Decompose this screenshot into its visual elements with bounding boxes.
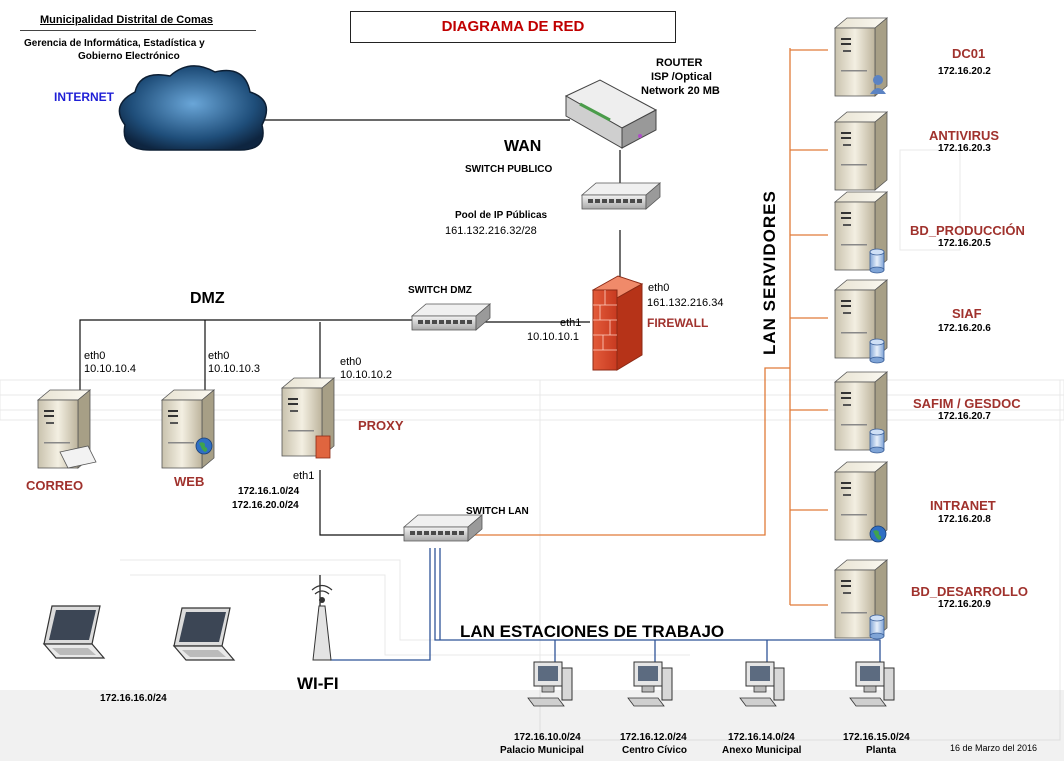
firewall-label: FIREWALL <box>647 316 709 330</box>
router-label-1: ROUTER <box>656 57 703 69</box>
organization-header: Municipalidad Distrital de Comas Gerenci… <box>20 14 256 72</box>
switch-dmz-label: SWITCH DMZ <box>408 285 472 296</box>
proxy-net2: 172.16.20.0/24 <box>232 500 299 511</box>
web-label: WEB <box>174 474 205 489</box>
pool-value: 161.132.216.32/28 <box>445 225 537 237</box>
correo-label: CORREO <box>26 478 84 493</box>
server-ip-dc01: 172.16.20.2 <box>938 66 991 77</box>
switch-dmz-icon <box>411 303 491 331</box>
proxy-eth1: eth1 <box>293 470 315 482</box>
server-icon-proxy <box>281 377 335 459</box>
server-icon-bd-produccion <box>834 191 888 274</box>
correo-ip: 10.10.10.4 <box>84 363 136 375</box>
server-icon-siaf <box>834 279 888 364</box>
server-name-intranet: INTRANET <box>930 498 996 513</box>
server-name-bd-produccion: BD_PRODUCCIÓN <box>910 223 1025 238</box>
firewall-eth1-ip: 10.10.10.1 <box>527 331 579 343</box>
router-label-3: Network 20 MB <box>641 85 720 97</box>
workstation-icon-2 <box>627 661 673 707</box>
server-icon-web <box>161 389 215 469</box>
dept-line1: Gerencia de Informática, Estadística y <box>24 38 205 49</box>
diagram-date: 16 de Marzo del 2016 <box>950 743 1038 753</box>
server-icon-bd-desarrollo <box>834 559 888 640</box>
lan-servidores-label: LAN SERVIDORES <box>760 190 779 355</box>
proxy-net1: 172.16.1.0/24 <box>238 486 300 497</box>
router-label-2: ISP /Optical <box>651 71 712 83</box>
station-net-4: 172.16.15.0/24 <box>843 732 910 743</box>
org-name: Municipalidad Distrital de Comas <box>40 14 213 26</box>
server-ip-safim: 172.16.20.7 <box>938 411 991 422</box>
web-iface: eth0 <box>208 350 230 362</box>
correo-iface: eth0 <box>84 350 106 362</box>
workstation-icon-3 <box>739 661 785 707</box>
lan-estaciones-label: LAN ESTACIONES DE TRABAJO <box>460 622 725 641</box>
station-net-2: 172.16.12.0/24 <box>620 732 687 743</box>
server-icon-correo <box>37 389 97 469</box>
wifi-network: 172.16.16.0/24 <box>100 693 167 704</box>
laptop-icon-1 <box>43 605 105 659</box>
internet-label: INTERNET <box>54 90 114 104</box>
server-name-dc01: DC01 <box>952 46 986 61</box>
workstation-icon-4 <box>849 661 895 707</box>
station-place-4: Planta <box>866 745 897 756</box>
proxy-ip: 10.10.10.2 <box>340 369 392 381</box>
laptop-icon-2 <box>173 607 235 661</box>
server-icon-intranet <box>834 461 888 543</box>
cloud-icon <box>118 65 268 151</box>
dept-line2: Gobierno Electrónico <box>78 51 180 62</box>
switch-publico-label: SWITCH PUBLICO <box>465 164 553 175</box>
server-name-bd-desarrollo: BD_DESARROLLO <box>911 584 1029 599</box>
proxy-label: PROXY <box>358 418 404 433</box>
server-icon-safim <box>834 371 888 454</box>
diagram-title: DIAGRAMA DE RED <box>350 11 676 43</box>
station-place-3: Anexo Municipal <box>722 745 802 756</box>
wifi-antenna-icon <box>311 584 333 661</box>
server-ip-bd-produccion: 172.16.20.5 <box>938 238 991 249</box>
firewall-eth0-ip: 161.132.216.34 <box>647 297 724 309</box>
workstation-icon-1 <box>527 661 573 707</box>
proxy-iface: eth0 <box>340 356 362 368</box>
station-place-1: Palacio Municipal <box>500 745 584 756</box>
wan-label: WAN <box>504 138 542 155</box>
firewall-eth1: eth1 <box>560 317 582 329</box>
switch-lan-icon <box>403 514 483 542</box>
firewall-icon <box>591 275 644 371</box>
router-icon <box>564 79 658 149</box>
firewall-eth0: eth0 <box>648 282 670 294</box>
pool-label: Pool de IP Públicas <box>455 210 548 221</box>
server-ip-bd-desarrollo: 172.16.20.9 <box>938 599 991 610</box>
server-name-siaf: SIAF <box>952 306 982 321</box>
switch-publico-icon <box>581 182 661 210</box>
server-ip-intranet: 172.16.20.8 <box>938 514 991 525</box>
server-name-safim: SAFIM / GESDOC <box>913 396 1021 411</box>
server-icon-antivirus <box>834 111 888 191</box>
dmz-label: DMZ <box>190 290 225 307</box>
server-ip-siaf: 172.16.20.6 <box>938 323 991 334</box>
server-ip-antivirus: 172.16.20.3 <box>938 143 991 154</box>
switch-lan-label: SWITCH LAN <box>466 506 529 517</box>
web-ip: 10.10.10.3 <box>208 363 260 375</box>
station-net-1: 172.16.10.0/24 <box>514 732 581 743</box>
server-icon-dc01 <box>834 17 888 97</box>
station-net-3: 172.16.14.0/24 <box>728 732 795 743</box>
station-place-2: Centro Cívico <box>622 745 688 756</box>
server-name-antivirus: ANTIVIRUS <box>929 128 1000 143</box>
wifi-label: WI-FI <box>297 674 339 693</box>
